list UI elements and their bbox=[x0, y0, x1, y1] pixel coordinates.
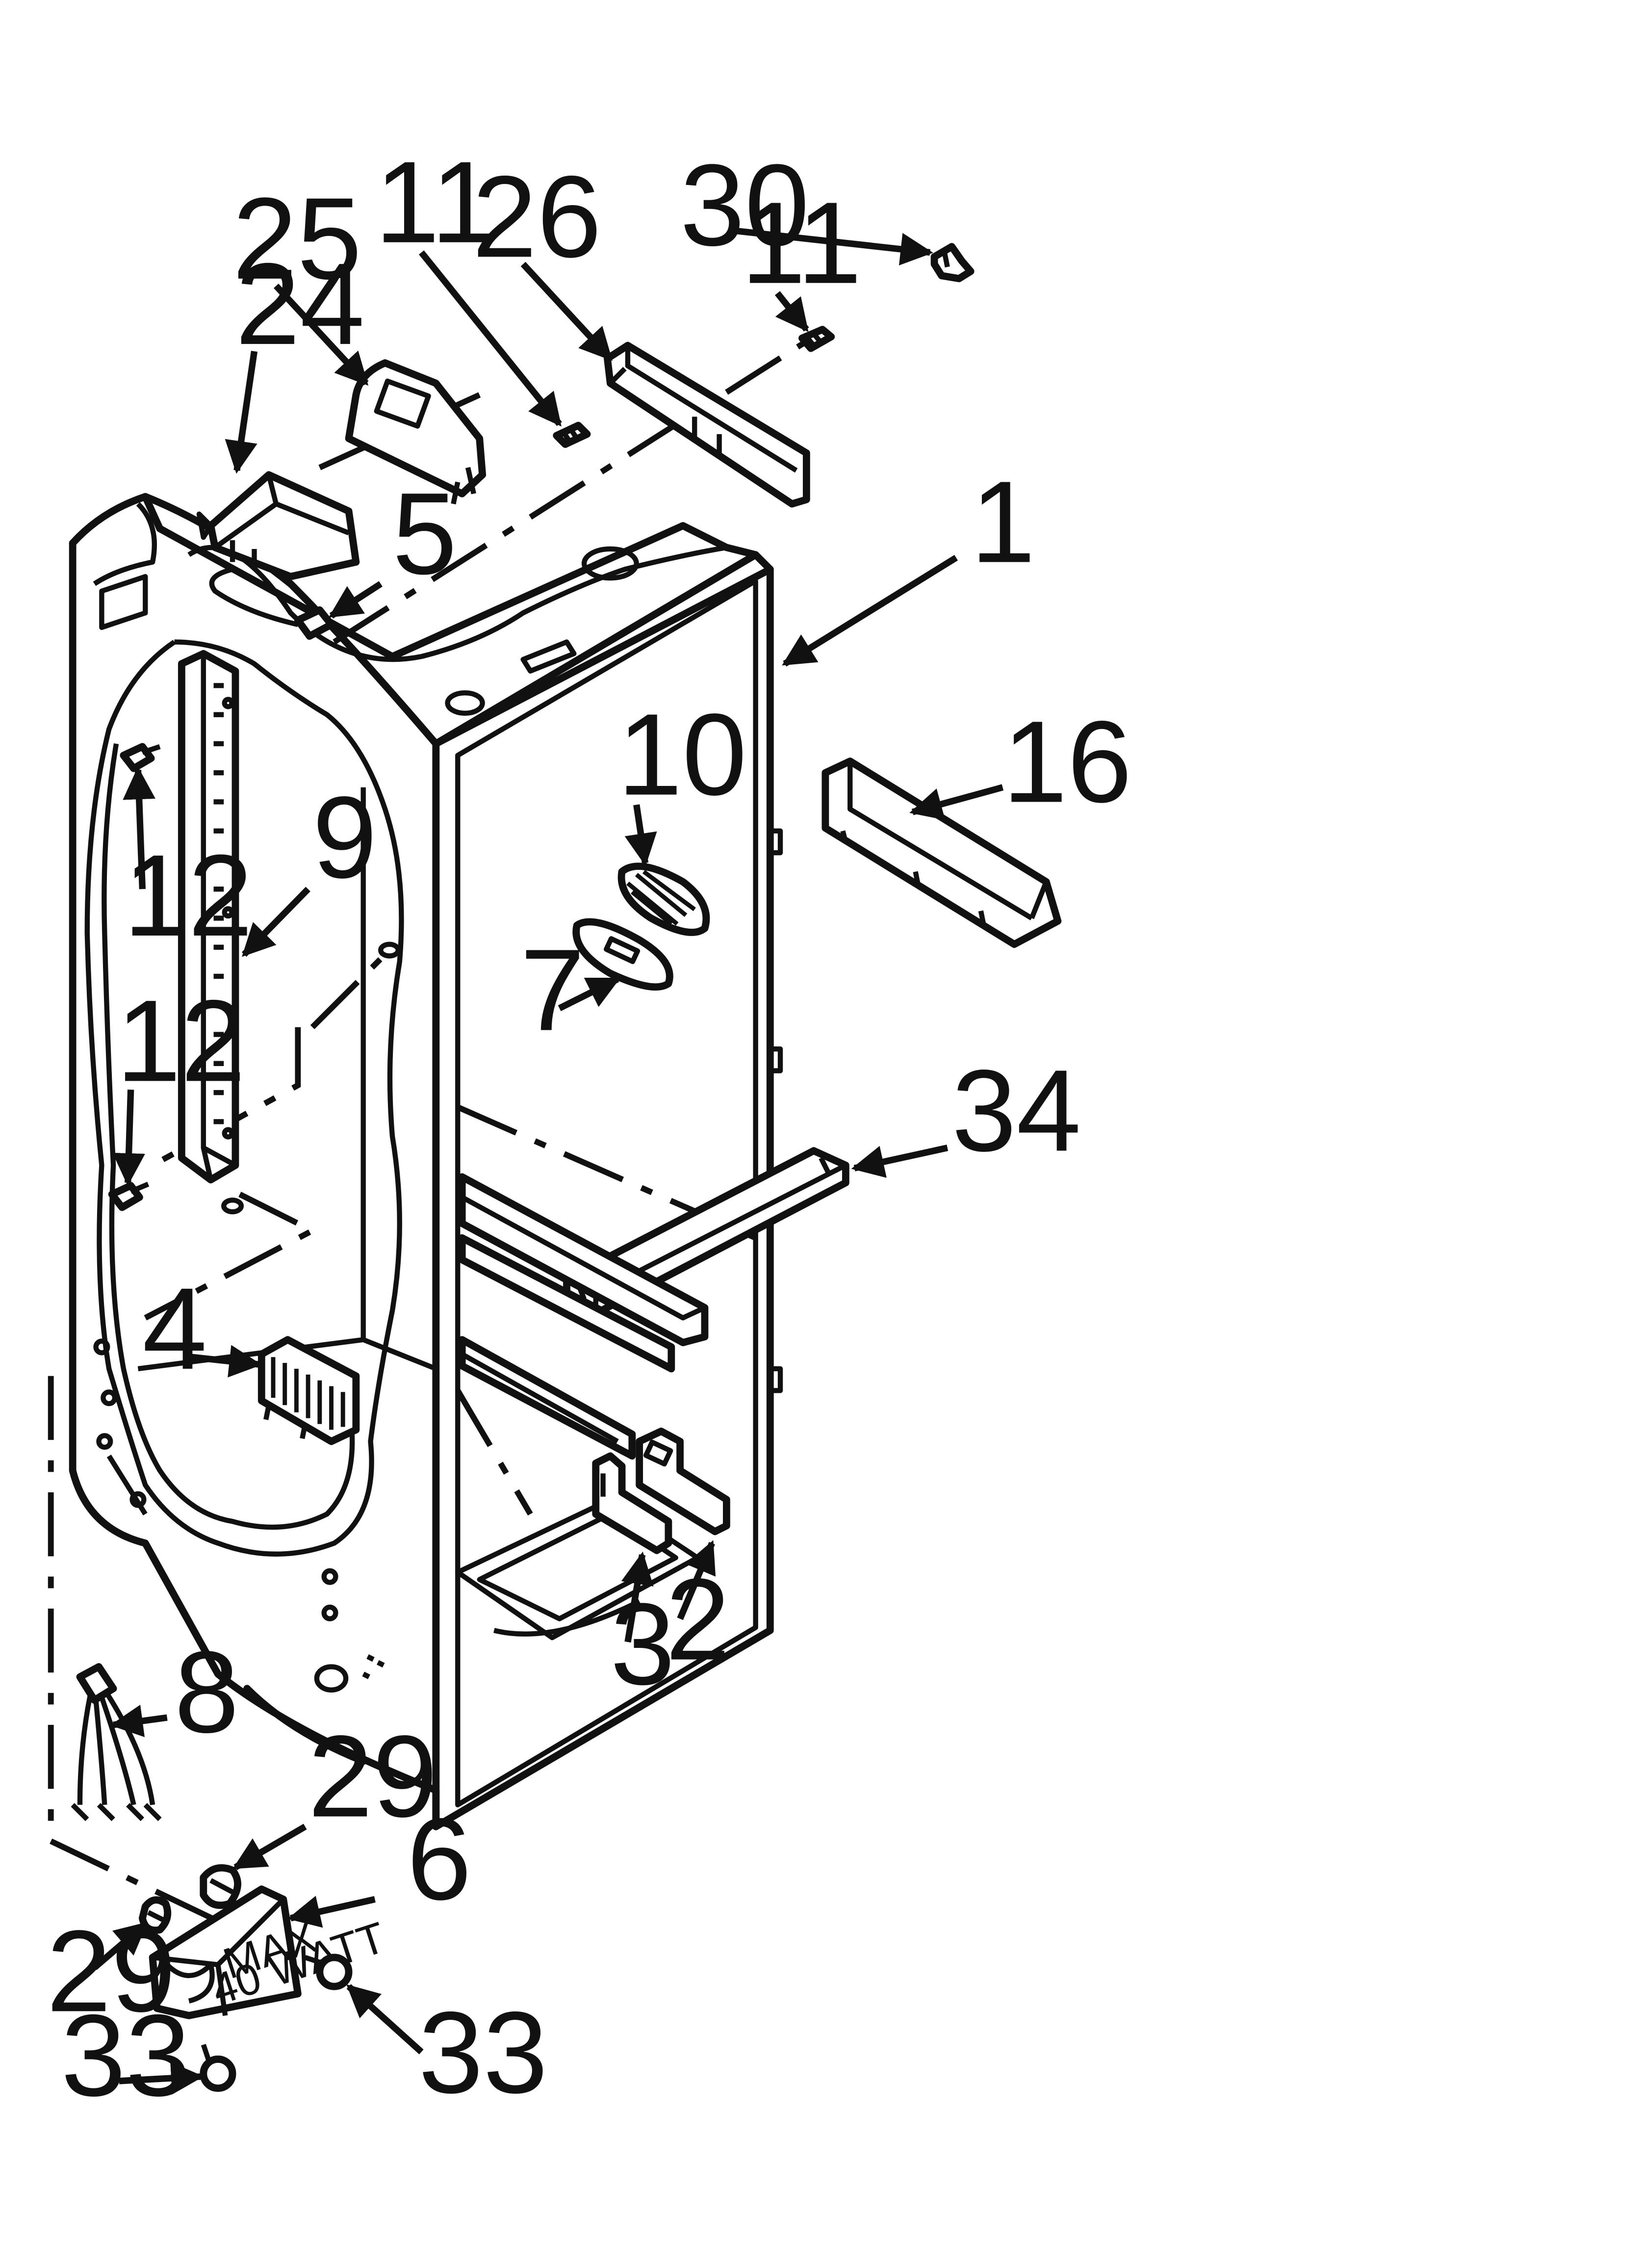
callout-3: 3 bbox=[610, 1579, 675, 1709]
callout-4: 4 bbox=[142, 1264, 207, 1394]
part-33-pin-right bbox=[304, 1954, 353, 1990]
callout-7: 7 bbox=[520, 925, 585, 1055]
part-24-control-housing bbox=[196, 471, 360, 627]
callout-30: 30 bbox=[680, 140, 810, 270]
callout-1: 1 bbox=[971, 457, 1035, 587]
part-8-wire-harness bbox=[71, 1663, 162, 1822]
callout-29-upper: 29 bbox=[308, 1712, 437, 1842]
part-12-screw-lower bbox=[108, 1181, 150, 1211]
callout-26: 26 bbox=[472, 152, 602, 282]
part-11-screw-lower bbox=[553, 421, 591, 448]
part-26-rail bbox=[604, 341, 810, 508]
part-9-shelf-rail bbox=[178, 650, 401, 1215]
part-11-screw-upper bbox=[798, 326, 835, 352]
part-3-trim bbox=[592, 1452, 672, 1554]
part-10-vent-grille bbox=[617, 862, 710, 936]
callout-8: 8 bbox=[175, 1627, 239, 1757]
part-12-screw-upper bbox=[120, 743, 161, 772]
callout-labels: 30 11 26 11 25 24 5 1 16 10 7 9 12 12 34… bbox=[47, 137, 1132, 2121]
callout-25: 25 bbox=[232, 174, 362, 304]
part-33-pin-lower bbox=[200, 2044, 236, 2092]
part-7-dial-plate bbox=[572, 918, 673, 991]
callout-11-right: 11 bbox=[741, 178, 862, 308]
cabinet-liner bbox=[69, 493, 783, 1830]
part-29-clip-upper bbox=[200, 1864, 241, 1909]
callout-29-lower: 29 bbox=[47, 1906, 176, 2036]
part-5-connector bbox=[294, 606, 335, 640]
part-4-vent-grille bbox=[257, 1336, 360, 1445]
inner-shelf-rails bbox=[458, 1173, 709, 1460]
callout-12-lower: 12 bbox=[116, 976, 246, 1106]
callout-12-upper: 12 bbox=[124, 831, 253, 961]
leader-lines bbox=[92, 227, 1004, 2095]
callout-33-lower: 33 bbox=[61, 1990, 190, 2120]
part-2-trim bbox=[636, 1427, 730, 1536]
callout-6: 6 bbox=[407, 1794, 472, 1924]
part-25-bracket bbox=[345, 359, 487, 505]
part-30-clip bbox=[930, 243, 975, 283]
callout-2: 2 bbox=[666, 1555, 730, 1685]
callout-10: 10 bbox=[617, 690, 747, 820]
callout-16: 16 bbox=[1002, 697, 1132, 827]
callout-5: 5 bbox=[392, 469, 457, 599]
part-16-duct bbox=[821, 757, 1062, 948]
callout-33-right: 33 bbox=[418, 1987, 548, 2117]
callout-24: 24 bbox=[235, 239, 365, 369]
callout-34: 34 bbox=[952, 1046, 1081, 1176]
callout-11-left: 11 bbox=[375, 137, 495, 267]
callout-9: 9 bbox=[312, 773, 377, 903]
